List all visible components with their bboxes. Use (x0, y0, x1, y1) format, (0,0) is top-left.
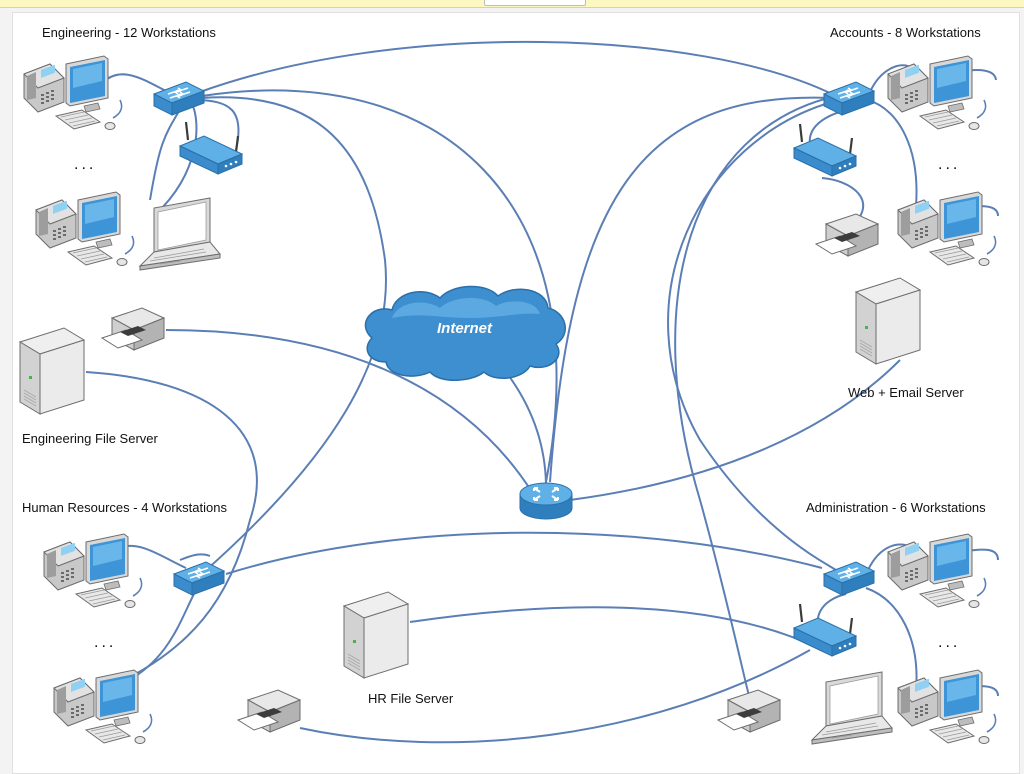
accounts-workstation-2[interactable] (898, 192, 996, 266)
link-eng-accounts (199, 40, 833, 95)
hr-group-label: Human Resources - 4 Workstations (22, 500, 227, 515)
hr-workstation-2[interactable] (54, 670, 152, 744)
engineering-file-server-label: Engineering File Server (22, 431, 158, 446)
link-hr-ws1-extra (179, 553, 211, 561)
engineering-workstation-2[interactable] (36, 192, 134, 266)
link-internet-router (497, 361, 547, 485)
link-hrprinter-admin-wap (299, 649, 811, 744)
hr-workstation-1[interactable] (44, 534, 142, 608)
engineering-file-server-icon[interactable] (19, 327, 85, 415)
link-hr-admin (225, 531, 823, 575)
link-eng-printer-router (165, 329, 533, 493)
link-hrserver-admin-wap (409, 606, 801, 641)
link-eng-hr (201, 96, 387, 573)
admin-ellipsis: ... (938, 634, 961, 651)
admin-laptop-icon[interactable] (811, 671, 893, 745)
link-eng-router (201, 89, 558, 483)
web-email-server-label: Web + Email Server (848, 385, 964, 400)
top-bar-tab[interactable] (484, 0, 586, 6)
link-admin-switch-ws2 (865, 587, 918, 691)
admin-printer-icon[interactable] (717, 689, 781, 733)
engineering-switch-icon[interactable] (153, 81, 205, 116)
internet-cloud-icon (364, 285, 566, 381)
accounts-switch-icon[interactable] (823, 81, 875, 116)
engineering-workstation-1[interactable] (24, 56, 122, 130)
engineering-group-label: Engineering - 12 Workstations (42, 25, 216, 40)
link-eng-fileserver-hr (85, 371, 258, 687)
hr-printer-icon[interactable] (237, 689, 301, 733)
web-email-server-icon[interactable] (855, 277, 921, 365)
internet-label: Internet (437, 320, 493, 337)
engineering-laptop-icon[interactable] (139, 197, 221, 271)
accounts-printer-icon[interactable] (815, 213, 879, 257)
hr-file-server-icon[interactable] (343, 591, 409, 679)
accounts-workstation-1[interactable] (888, 56, 986, 130)
engineering-printer-icon[interactable] (101, 307, 165, 351)
accounts-ellipsis: ... (938, 156, 961, 173)
link-accounts-router (549, 96, 833, 483)
link-router-webserver (569, 359, 901, 501)
link-acc-switch-ws2 (867, 99, 918, 207)
hr-file-server-label: HR File Server (368, 691, 454, 706)
admin-workstation-2[interactable] (898, 670, 996, 744)
admin-group-label: Administration - 6 Workstations (806, 500, 986, 515)
top-notification-bar (0, 0, 1024, 8)
admin-wireless-ap-icon[interactable] (792, 602, 858, 658)
router-icon[interactable] (519, 482, 573, 520)
accounts-wireless-ap-icon[interactable] (792, 122, 858, 178)
hr-ellipsis: ... (94, 634, 117, 651)
accounts-group-label: Accounts - 8 Workstations (830, 25, 981, 40)
engineering-ellipsis: ... (74, 156, 97, 173)
link-eng-switch-ws2 (149, 105, 183, 201)
link-accounts-printer-admin (674, 95, 837, 701)
